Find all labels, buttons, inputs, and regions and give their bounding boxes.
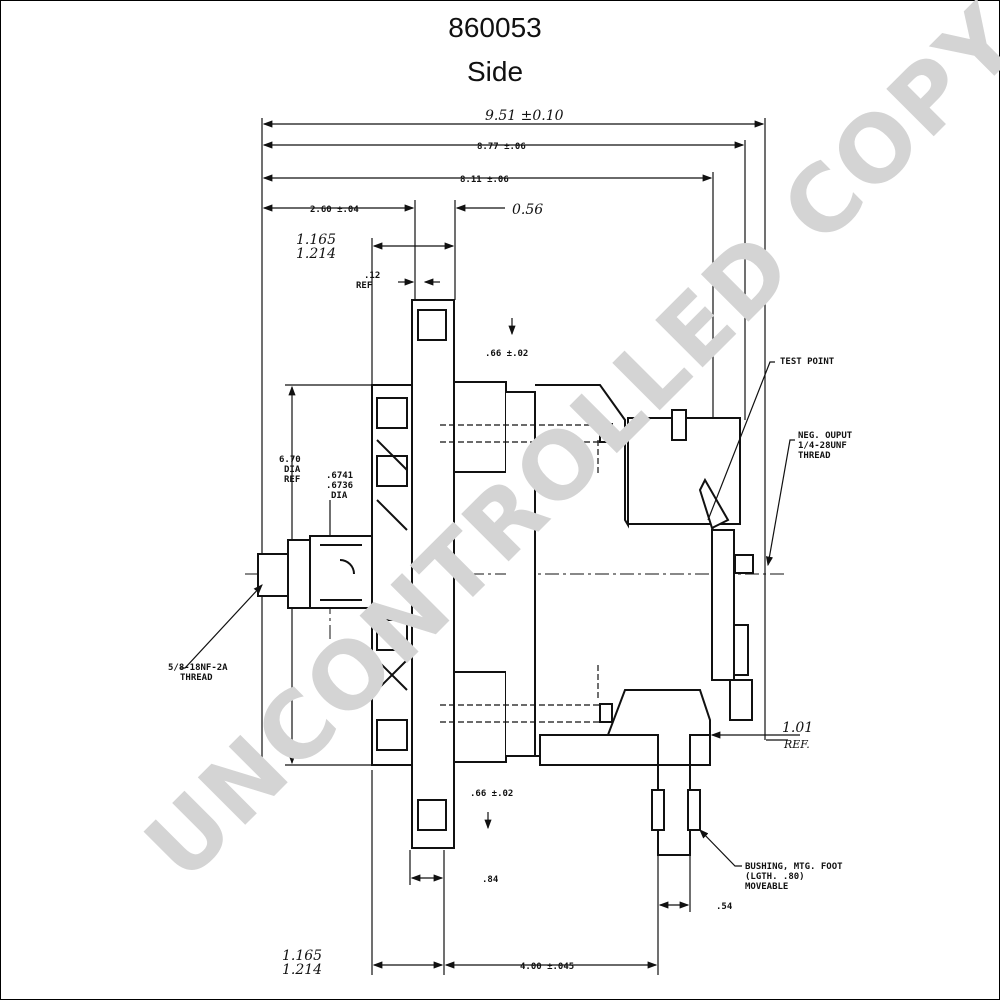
dim-400: 4.00 ±.045: [520, 962, 574, 972]
dim-overall: 9.51 ±0.10: [485, 108, 564, 124]
dim-260: 2.60 ±.04: [310, 205, 359, 215]
dim-shaft-dia: DIA: [331, 491, 348, 501]
dim-101: 1.01: [782, 720, 813, 736]
dim-811: 8.11 ±.06: [460, 175, 509, 185]
pulley-hub: [309, 535, 373, 609]
dim-066-bottom: .66 ±.02: [470, 789, 513, 799]
dim-1214-bottom: 1.214: [282, 962, 322, 978]
view-label: Side: [466, 56, 524, 87]
dimension-lines: [262, 120, 800, 969]
note-neg-output-3: THREAD: [798, 451, 831, 461]
alternator-body: [371, 299, 754, 856]
bolt-head-lower: [599, 703, 613, 723]
part-number-title: 860053: [448, 12, 542, 43]
note-neg-output-1: NEG. OUPUT: [798, 431, 853, 441]
dim-shaft-1: .6741: [326, 471, 353, 481]
shaft-nut: [257, 553, 289, 597]
dim-1165-top: 1.165: [296, 232, 336, 248]
dim-012: .12: [364, 271, 380, 281]
note-bushing-2: (LGTH. .80): [745, 872, 805, 882]
dim-877: 8.77 ±.06: [477, 142, 526, 152]
through-bolts: [440, 424, 605, 723]
note-thread-2: THREAD: [180, 673, 213, 683]
dim-ref-top: REF: [356, 281, 372, 291]
note-bushing-3: MOVEABLE: [745, 882, 788, 892]
note-neg-output-2: 1/4-28UNF: [798, 441, 847, 451]
dim-066-top: .66 ±.02: [485, 349, 528, 359]
leader-lines: [180, 361, 795, 867]
dim-shaft-2: .6736: [326, 481, 353, 491]
front-housing: [411, 299, 455, 849]
dim-084: .84: [482, 875, 499, 885]
note-test-point: TEST POINT: [780, 357, 835, 367]
dim-056: 0.56: [512, 202, 543, 218]
dim-1165-bottom: 1.165: [282, 948, 322, 964]
note-thread-1: 5/8-18NF-2A: [168, 663, 228, 673]
dim-dia: DIA: [284, 465, 301, 475]
dim-054: .54: [716, 902, 733, 912]
dim-1214-top: 1.214: [296, 246, 336, 262]
dim-dia-ref: REF: [284, 475, 300, 485]
bolt-head-upper: [599, 423, 613, 443]
note-bushing-1: BUSHING, MTG. FOOT: [745, 862, 843, 872]
shaft-assembly: [257, 535, 373, 609]
dim-670: 6.70: [279, 455, 301, 465]
dim-ref-right: REF.: [783, 738, 810, 751]
